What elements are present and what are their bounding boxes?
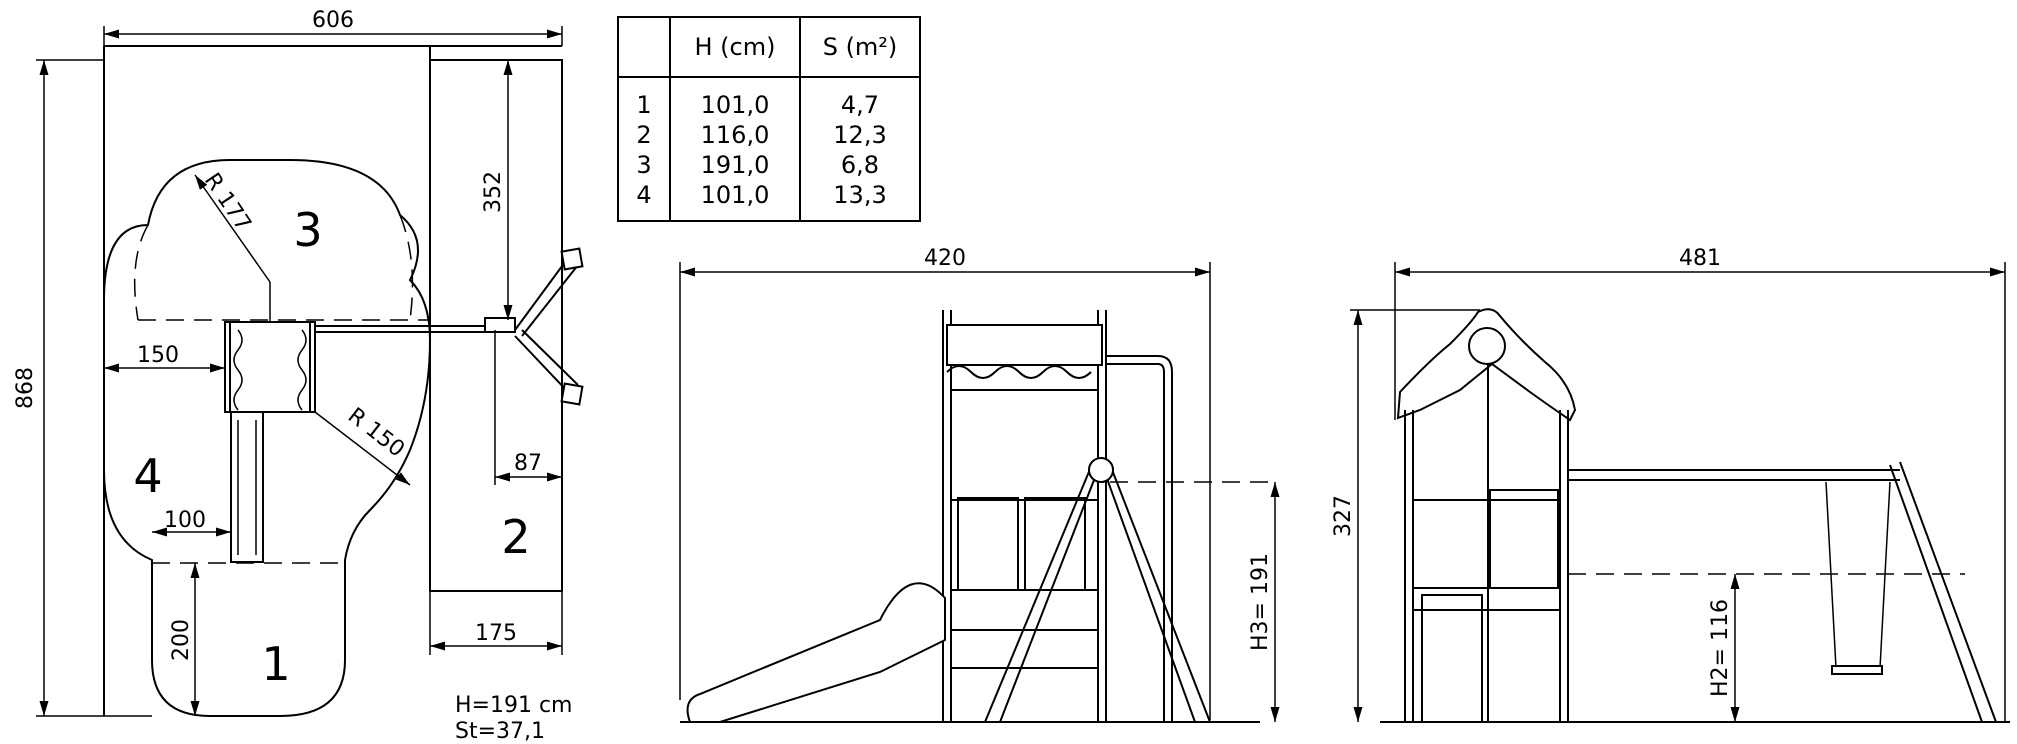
- cell-index: 3: [617, 150, 671, 180]
- cell-height: 191,0: [669, 150, 801, 180]
- radius-177: R 177: [199, 169, 256, 236]
- zone-2-label: 2: [501, 510, 530, 564]
- front-width-label: 481: [1679, 246, 1721, 271]
- zone-1-label: 1: [261, 637, 290, 691]
- dim-100: 100: [164, 508, 206, 533]
- cell-height: 101,0: [669, 180, 801, 221]
- dim-150: 150: [137, 343, 179, 368]
- front-height2-label: H2= 116: [1708, 599, 1733, 697]
- platform-top: [224, 321, 316, 413]
- table-row: 4 101,0 13,3: [617, 180, 921, 221]
- plan-view: [103, 45, 584, 717]
- cell-index: 4: [617, 180, 671, 221]
- dim-200: 200: [169, 619, 194, 661]
- note-height: H=191 cm: [455, 693, 573, 718]
- header-area: S (m²): [799, 17, 921, 78]
- plan-width-label: 606: [312, 8, 354, 33]
- header-height: H (cm): [669, 17, 801, 78]
- dim-87: 87: [514, 451, 542, 476]
- radius-150: R 150: [343, 403, 409, 462]
- side-view: 420 H3= 191: [679, 246, 1280, 723]
- header-index: [617, 17, 671, 78]
- dim-175: 175: [475, 621, 517, 646]
- cell-area: 6,8: [799, 150, 921, 180]
- dim-352: 352: [481, 171, 506, 213]
- side-height-label: H3= 191: [1248, 553, 1273, 651]
- cell-height: 116,0: [669, 120, 801, 150]
- spec-table: H (cm) S (m²) 1 101,0 4,7 2 116,0 12,3 3…: [617, 16, 921, 222]
- front-height-label: 327: [1331, 495, 1356, 537]
- zone-3-label: 3: [293, 203, 322, 257]
- plan-height-label: 868: [13, 367, 38, 409]
- side-width-label: 420: [924, 246, 966, 271]
- slide-top: [230, 411, 264, 563]
- cell-height: 101,0: [669, 77, 801, 120]
- note-area: St=37,1: [455, 719, 545, 744]
- zone-4-label: 4: [133, 449, 162, 503]
- cell-area: 4,7: [799, 77, 921, 120]
- cell-area: 12,3: [799, 120, 921, 150]
- zones-3-4-1-outline: [103, 159, 432, 717]
- table-row: 3 191,0 6,8: [617, 150, 921, 180]
- table-header-row: H (cm) S (m²): [617, 17, 921, 78]
- table-row: 2 116,0 12,3: [617, 120, 921, 150]
- cell-index: 2: [617, 120, 671, 150]
- table-row: 1 101,0 4,7: [617, 77, 921, 120]
- cell-area: 13,3: [799, 180, 921, 221]
- cell-index: 1: [617, 77, 671, 120]
- front-view: 481 327 H2= 116: [1331, 246, 2010, 723]
